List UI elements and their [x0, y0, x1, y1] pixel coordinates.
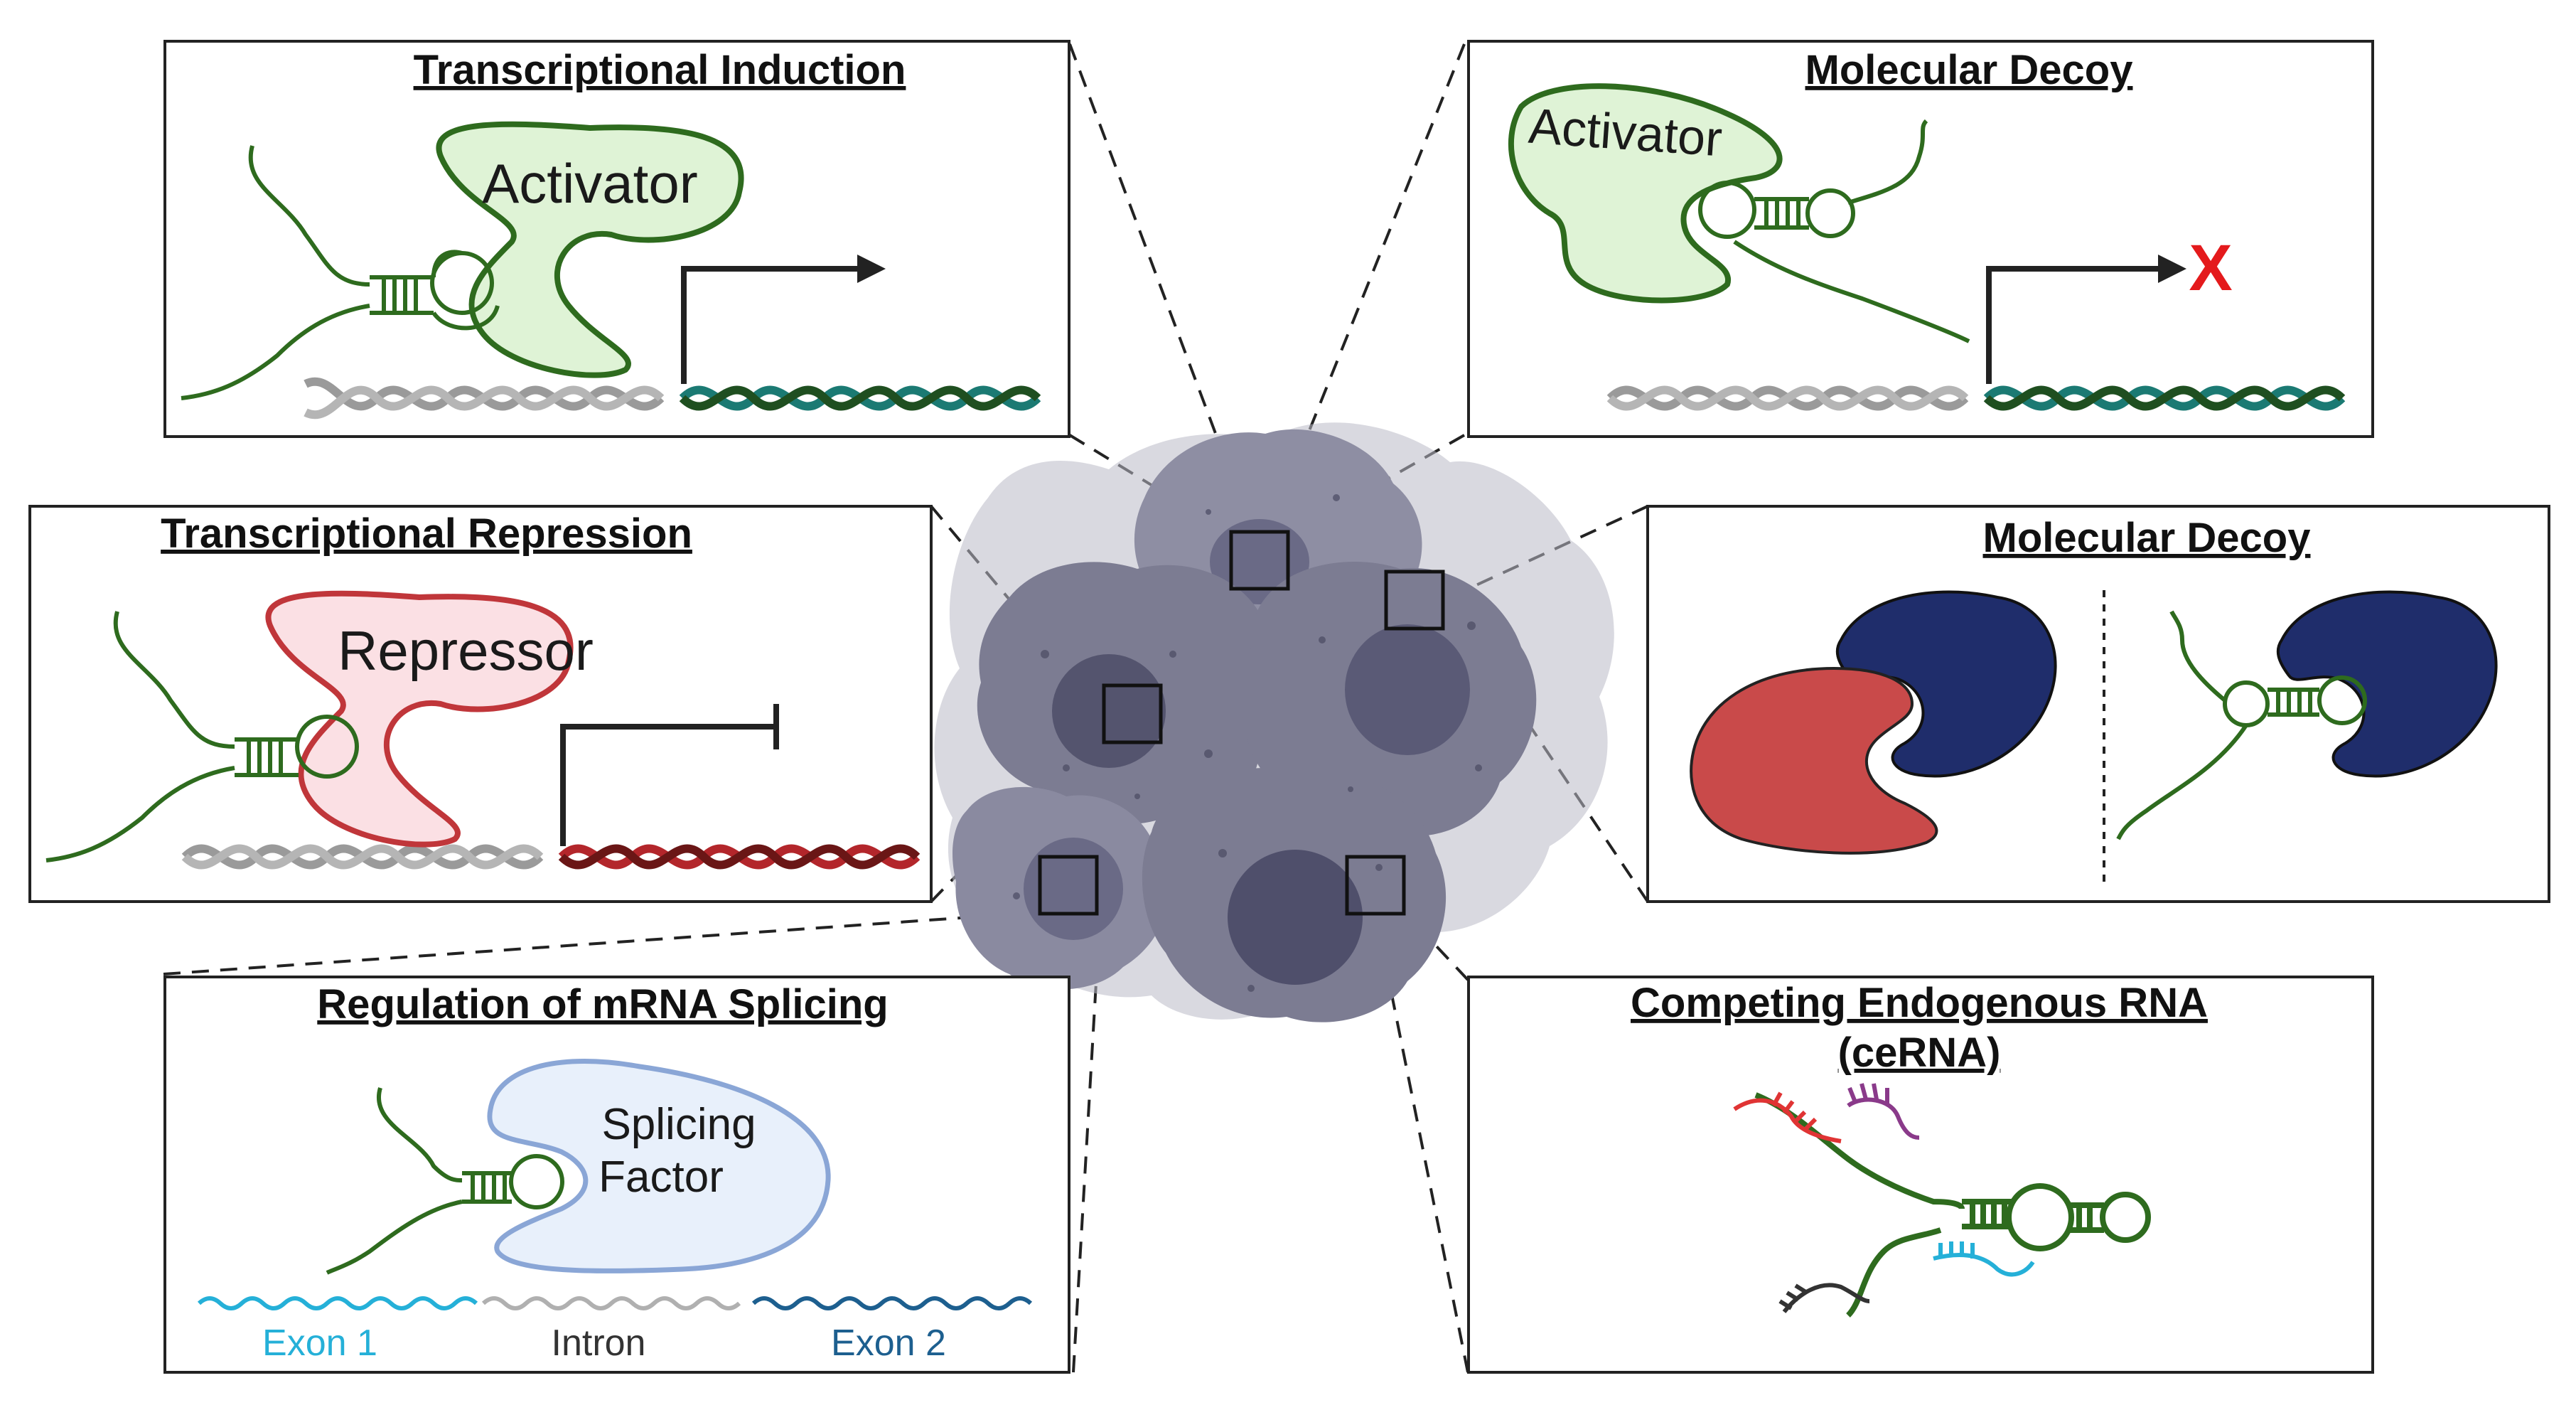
exon2-strand [751, 1296, 1033, 1310]
repressor-label: Repressor [338, 619, 594, 682]
splicing-factor-protein [487, 1059, 831, 1273]
repressor-protein [265, 590, 574, 848]
exon1-strand [197, 1296, 478, 1310]
splicing-factor-line1: Splicing [601, 1100, 756, 1149]
lncrna-sponge [1754, 1092, 2151, 1318]
exon1-label: Exon 1 [262, 1323, 377, 1364]
dna-helix-top-right [1606, 385, 2346, 411]
blocked-x-mark: X [2189, 232, 2232, 304]
panel-transcriptional-induction: Transcriptional Induction Activator [163, 40, 1070, 438]
induction-title: Transcriptional Induction [414, 47, 906, 93]
red-protein [1690, 666, 1938, 855]
splicing-factor-line2: Factor [599, 1153, 724, 1202]
navy-protein-right [2276, 590, 2498, 778]
mirna-purple [1847, 1083, 1920, 1140]
activator-label: Activator [482, 152, 697, 215]
cell-cluster [934, 422, 1614, 1022]
lncrna-strand [181, 145, 500, 400]
panel-transcriptional-repression: Transcriptional Repression Repressor [28, 505, 933, 903]
panel-cerna: Competing Endogenous RNA (ceRNA) [1467, 976, 2374, 1374]
exon2-label: Exon 2 [831, 1323, 946, 1364]
repression-bar [560, 704, 779, 846]
lncrna-decoy-strand [1698, 119, 1970, 343]
intron-label: Intron [552, 1323, 646, 1364]
panel-mrna-splicing: Regulation of mRNA Splicing Splicing Fac… [163, 976, 1070, 1374]
mirna-red [1733, 1091, 1842, 1143]
dna-helix [304, 377, 1041, 420]
mirna-black [1778, 1283, 1870, 1313]
lncrna-repression-strand [45, 611, 359, 862]
activator-protein-decoy [1508, 83, 1783, 304]
arrow-transcription-on [681, 255, 886, 384]
arrow-transcription-blocked [1986, 255, 2186, 384]
dna-helix-repression [181, 844, 921, 870]
lncrna-decoy-mid-strand [2116, 610, 2367, 840]
splicing-title: Regulation of mRNA Splicing [317, 981, 888, 1027]
activator-protein [436, 121, 744, 378]
lncrna-splicing-strand [326, 1087, 564, 1275]
decoy-mid-title: Molecular Decoy [1983, 515, 2311, 561]
cerna-title-line1: Competing Endogenous RNA [1631, 980, 2208, 1026]
cerna-title-line2: (ceRNA) [1838, 1030, 2001, 1076]
intron-strand [481, 1296, 741, 1310]
panel-molecular-decoy-mid: Molecular Decoy [1646, 505, 2550, 903]
decoy-top-title: Molecular Decoy [1805, 47, 2133, 93]
panel-molecular-decoy-top: Molecular Decoy X Activator [1467, 40, 2374, 438]
activator-decoy-label: Activator [1527, 98, 1724, 167]
mirna-cyan [1933, 1241, 2035, 1277]
repression-title: Transcriptional Repression [161, 511, 692, 557]
